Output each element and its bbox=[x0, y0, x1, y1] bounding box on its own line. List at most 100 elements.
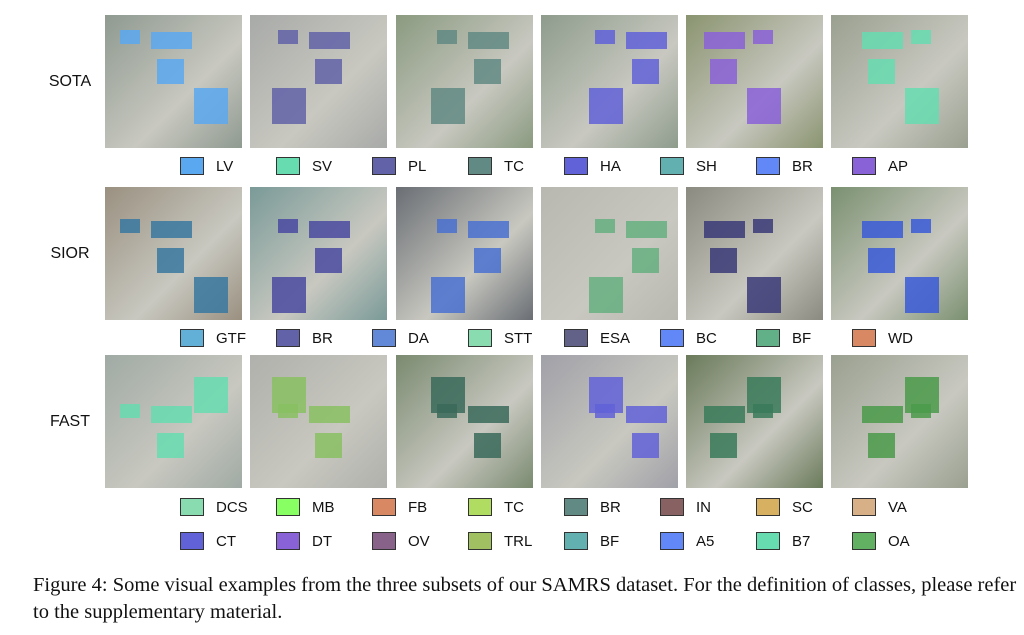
legend-label: SC bbox=[792, 498, 813, 516]
segmentation-mask bbox=[194, 88, 228, 124]
legend-label: PL bbox=[408, 157, 427, 175]
legend-swatch bbox=[180, 329, 204, 347]
segmentation-mask bbox=[710, 59, 737, 84]
legend-label: IN bbox=[696, 498, 711, 516]
legend-item: BR bbox=[756, 156, 852, 176]
legend-swatch bbox=[564, 498, 588, 516]
segmentation-mask bbox=[157, 59, 184, 84]
legend-swatch bbox=[660, 329, 684, 347]
segmentation-mask bbox=[151, 32, 192, 49]
legend-item: OA bbox=[852, 531, 948, 551]
segmentation-mask bbox=[309, 221, 350, 238]
legend-item: OV bbox=[372, 531, 468, 551]
legend-label: VA bbox=[888, 498, 907, 516]
segmentation-mask bbox=[589, 277, 623, 313]
segmentation-mask bbox=[120, 30, 140, 44]
legend-item: BF bbox=[564, 531, 660, 551]
segmentation-mask bbox=[120, 219, 140, 233]
legend-label: BR bbox=[600, 498, 621, 516]
example-image bbox=[686, 15, 823, 148]
legend-swatch bbox=[276, 498, 300, 516]
example-image bbox=[105, 355, 242, 488]
legend-label: STT bbox=[504, 329, 533, 347]
segmentation-mask bbox=[704, 32, 745, 49]
segmentation-mask bbox=[626, 32, 667, 49]
legend-item: DT bbox=[276, 531, 372, 551]
legend-label: TC bbox=[504, 157, 524, 175]
example-image bbox=[105, 187, 242, 320]
segmentation-mask bbox=[157, 248, 184, 273]
legend-swatch bbox=[468, 157, 492, 175]
segmentation-mask bbox=[437, 219, 457, 233]
segmentation-mask bbox=[315, 433, 342, 458]
legend-label: A5 bbox=[696, 532, 715, 550]
segmentation-mask bbox=[868, 59, 895, 84]
legend-item: FB bbox=[372, 497, 468, 517]
legend-swatch bbox=[180, 532, 204, 550]
legend-swatch bbox=[372, 532, 396, 550]
legend-label: OA bbox=[888, 532, 910, 550]
legend-label: HA bbox=[600, 157, 621, 175]
segmentation-mask bbox=[272, 277, 306, 313]
segmentation-mask bbox=[431, 88, 465, 124]
segmentation-mask bbox=[468, 406, 509, 423]
segmentation-mask bbox=[120, 404, 140, 418]
example-image bbox=[541, 187, 678, 320]
legend-item: B7 bbox=[756, 531, 852, 551]
segmentation-mask bbox=[595, 30, 615, 44]
legend-item: SV bbox=[276, 156, 372, 176]
legend-swatch bbox=[468, 329, 492, 347]
row-label: SIOR bbox=[50, 245, 90, 262]
segmentation-mask bbox=[753, 219, 773, 233]
example-image bbox=[396, 15, 533, 148]
legend-item: STT bbox=[468, 328, 564, 348]
example-image bbox=[396, 355, 533, 488]
legend-item: HA bbox=[564, 156, 660, 176]
example-image bbox=[686, 355, 823, 488]
segmentation-mask bbox=[437, 30, 457, 44]
legend-label: BF bbox=[792, 329, 812, 347]
legend-swatch bbox=[564, 329, 588, 347]
segmentation-mask bbox=[704, 221, 745, 238]
segmentation-mask bbox=[905, 277, 939, 313]
segmentation-mask bbox=[704, 406, 745, 423]
segmentation-mask bbox=[194, 277, 228, 313]
legend-label: BF bbox=[600, 532, 620, 550]
legend-item: BF bbox=[756, 328, 852, 348]
legend-item: BR bbox=[564, 497, 660, 517]
legend-swatch bbox=[372, 329, 396, 347]
segmentation-mask bbox=[710, 248, 737, 273]
legend-swatch bbox=[468, 532, 492, 550]
example-image bbox=[396, 187, 533, 320]
legend-swatch bbox=[180, 157, 204, 175]
segmentation-mask bbox=[309, 32, 350, 49]
legend-item: A5 bbox=[660, 531, 756, 551]
segmentation-mask bbox=[474, 433, 501, 458]
legend-swatch bbox=[756, 329, 780, 347]
example-image bbox=[250, 15, 387, 148]
segmentation-mask bbox=[868, 433, 895, 458]
legend-swatch bbox=[756, 532, 780, 550]
legend-item: AP bbox=[852, 156, 948, 176]
segmentation-mask bbox=[911, 30, 931, 44]
row-label: SOTA bbox=[48, 73, 92, 90]
legend-label: OV bbox=[408, 532, 430, 550]
legend-item: SH bbox=[660, 156, 756, 176]
legend-label: FB bbox=[408, 498, 428, 516]
segmentation-mask bbox=[747, 277, 781, 313]
legend-swatch bbox=[852, 532, 876, 550]
legend-label: BR bbox=[792, 157, 813, 175]
legend-label: TC bbox=[504, 498, 524, 516]
legend-item: TRL bbox=[468, 531, 564, 551]
legend-swatch bbox=[372, 157, 396, 175]
legend-item: CT bbox=[180, 531, 276, 551]
segmentation-mask bbox=[747, 377, 781, 413]
legend-item: PL bbox=[372, 156, 468, 176]
segmentation-mask bbox=[468, 32, 509, 49]
legend-item: TC bbox=[468, 156, 564, 176]
legend-swatch bbox=[276, 157, 300, 175]
legend-item: IN bbox=[660, 497, 756, 517]
